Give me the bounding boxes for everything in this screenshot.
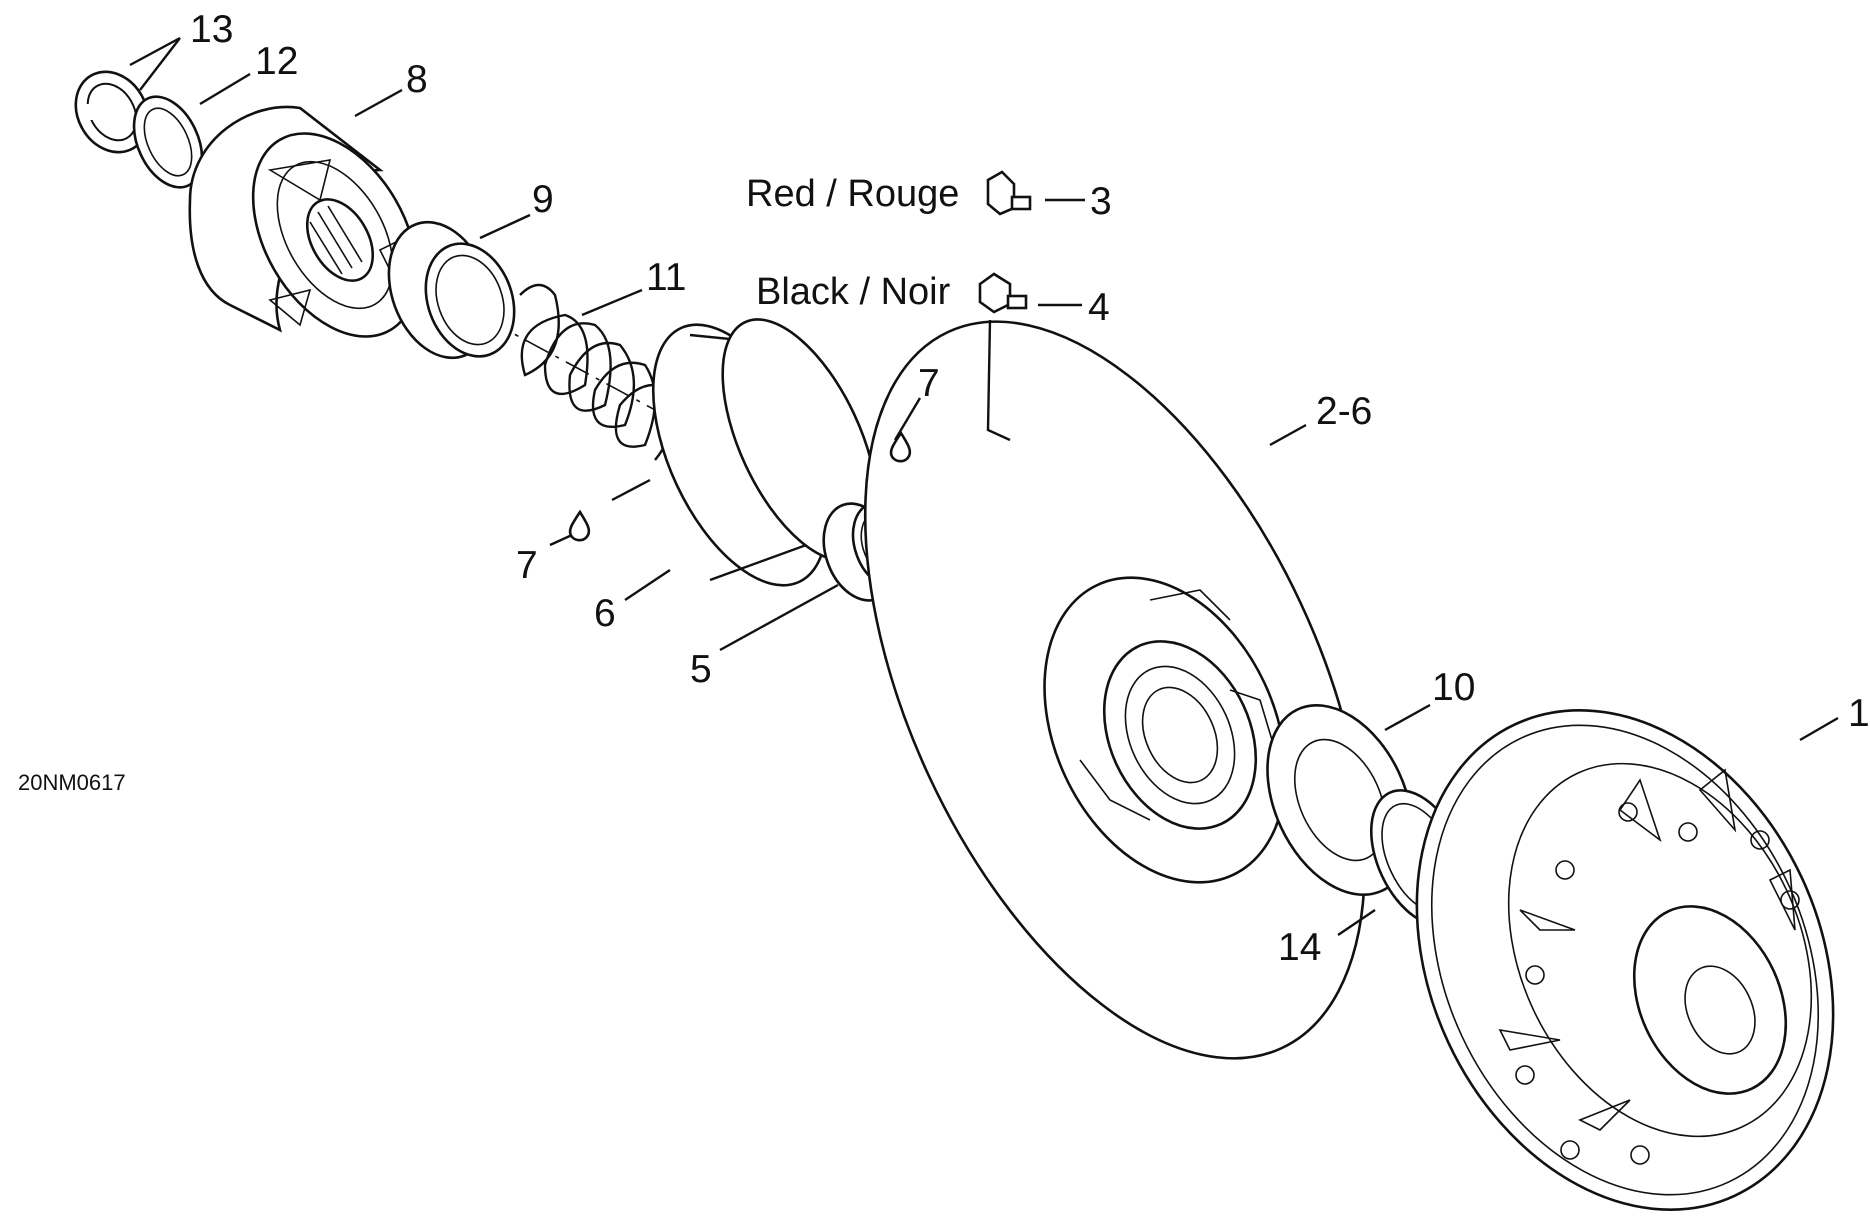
callout-7-lower: 7 [516,544,538,587]
callout-12: 12 [255,40,298,83]
part-12-ring [132,95,204,189]
callout-8: 8 [406,58,428,101]
part-1-fixed-sheave [1415,709,1835,1211]
grease-drop-icon [889,430,912,463]
callout-11: 11 [646,256,687,299]
callout-14: 14 [1278,926,1321,969]
callout-13: 13 [190,8,233,51]
weight-black-icon [978,272,1028,314]
part-13-snap-ring [74,70,150,154]
callout-6: 6 [594,592,616,635]
callout-1: 1 [1848,692,1870,735]
callout-9: 9 [532,178,554,221]
grease-drop-icon [568,509,591,542]
callout-10: 10 [1432,666,1475,709]
part-6-sleeve [651,318,879,587]
part-2-6-sliding-sheave [863,320,1367,1060]
weight-label-black: Black / Noir [756,271,951,313]
callout-7-upper: 7 [918,362,940,405]
leader-lines [129,36,1839,936]
weight-label-red: Red / Rouge [746,173,959,215]
callout-5: 5 [690,648,712,691]
weight-red-icon [986,170,1032,216]
callout-2-6: 2-6 [1316,390,1372,433]
callout-3: 3 [1090,180,1112,223]
part-11-spring [519,283,674,461]
callout-4: 4 [1088,286,1110,329]
part-8-cam [188,105,419,338]
drawing-code: 20NM0617 [18,770,126,795]
part-9-bushing [387,220,516,360]
